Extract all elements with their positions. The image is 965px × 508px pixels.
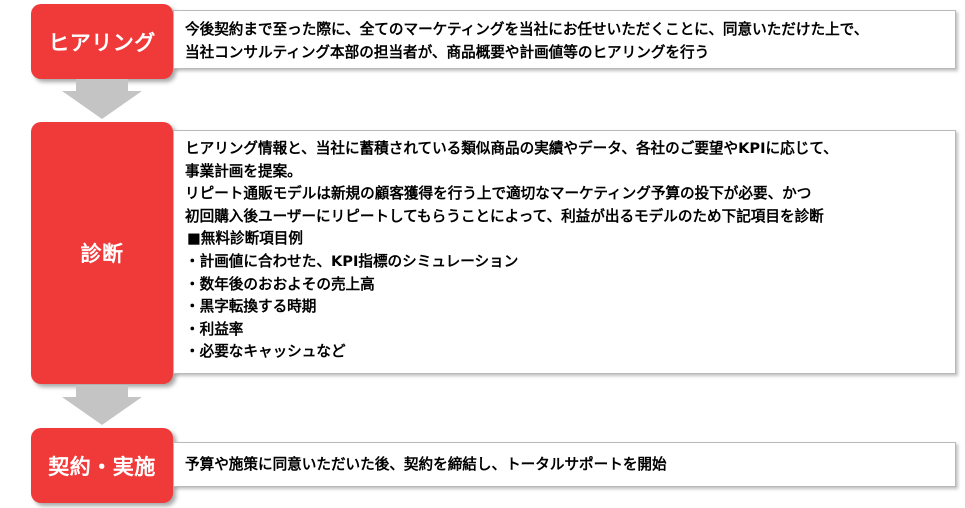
diagnosis-list-item: ・数年後のおおよその売上高 (185, 275, 375, 293)
step-contract-implementation-label: 契約・実施 (48, 454, 156, 479)
hearing-description-panel: 今後契約まで至った際に、全てのマーケティングを当社にお任せいただくことに、同意い… (173, 10, 956, 69)
step-diagnosis-label: 診断 (80, 242, 124, 266)
contract-description-panel: 予算や施策に同意いただいた後、契約を締結し、トータルサポートを開始 (173, 442, 956, 487)
diagnosis-list-item: ・黒字転換する時期 (185, 298, 317, 316)
diagnosis-line: ヒアリング情報と、当社に蓄積されている類似商品の実績やデータ、各社のご要望やKP… (185, 140, 838, 157)
down-arrow-icon (62, 79, 142, 119)
diagnosis-line: リピート通販モデルは新規の顧客獲得を行う上で適切なマーケティング予算の投下が必要… (185, 185, 812, 203)
step-diagnosis: 診断 (31, 122, 173, 384)
hearing-line: 当社コンサルティング本部の担当者が、商品概要や計画値等のヒアリングを行う (185, 43, 710, 61)
diagnosis-list-item: ・必要なキャッシュなど (185, 343, 346, 361)
diagnosis-list-item: ・計画値に合わせた、KPI指標のシミュレーション (185, 252, 519, 270)
diagnosis-line: 初回購入後ユーザーにリピートしてもらうことによって、利益が出るモデルのため下記項… (185, 207, 824, 225)
down-arrow-icon (62, 385, 142, 425)
diagnosis-description-panel: ヒアリング情報と、当社に蓄積されている類似商品の実績やデータ、各社のご要望やKP… (173, 130, 956, 374)
contract-line: 予算や施策に同意いただいた後、契約を締結し、トータルサポートを開始 (185, 456, 667, 473)
diagnosis-subheading: ■無料診断項目例 (187, 230, 303, 248)
step-contract-implementation: 契約・実施 (31, 428, 173, 503)
step-hearing-label: ヒアリング (48, 30, 156, 55)
step-hearing: ヒアリング (31, 4, 173, 79)
diagnosis-line: 事業計画を提案。 (185, 162, 302, 180)
diagnosis-list-item: ・利益率 (185, 320, 244, 338)
hearing-line: 今後契約まで至った際に、全てのマーケティングを当社にお任せいただくことに、同意い… (185, 21, 869, 38)
